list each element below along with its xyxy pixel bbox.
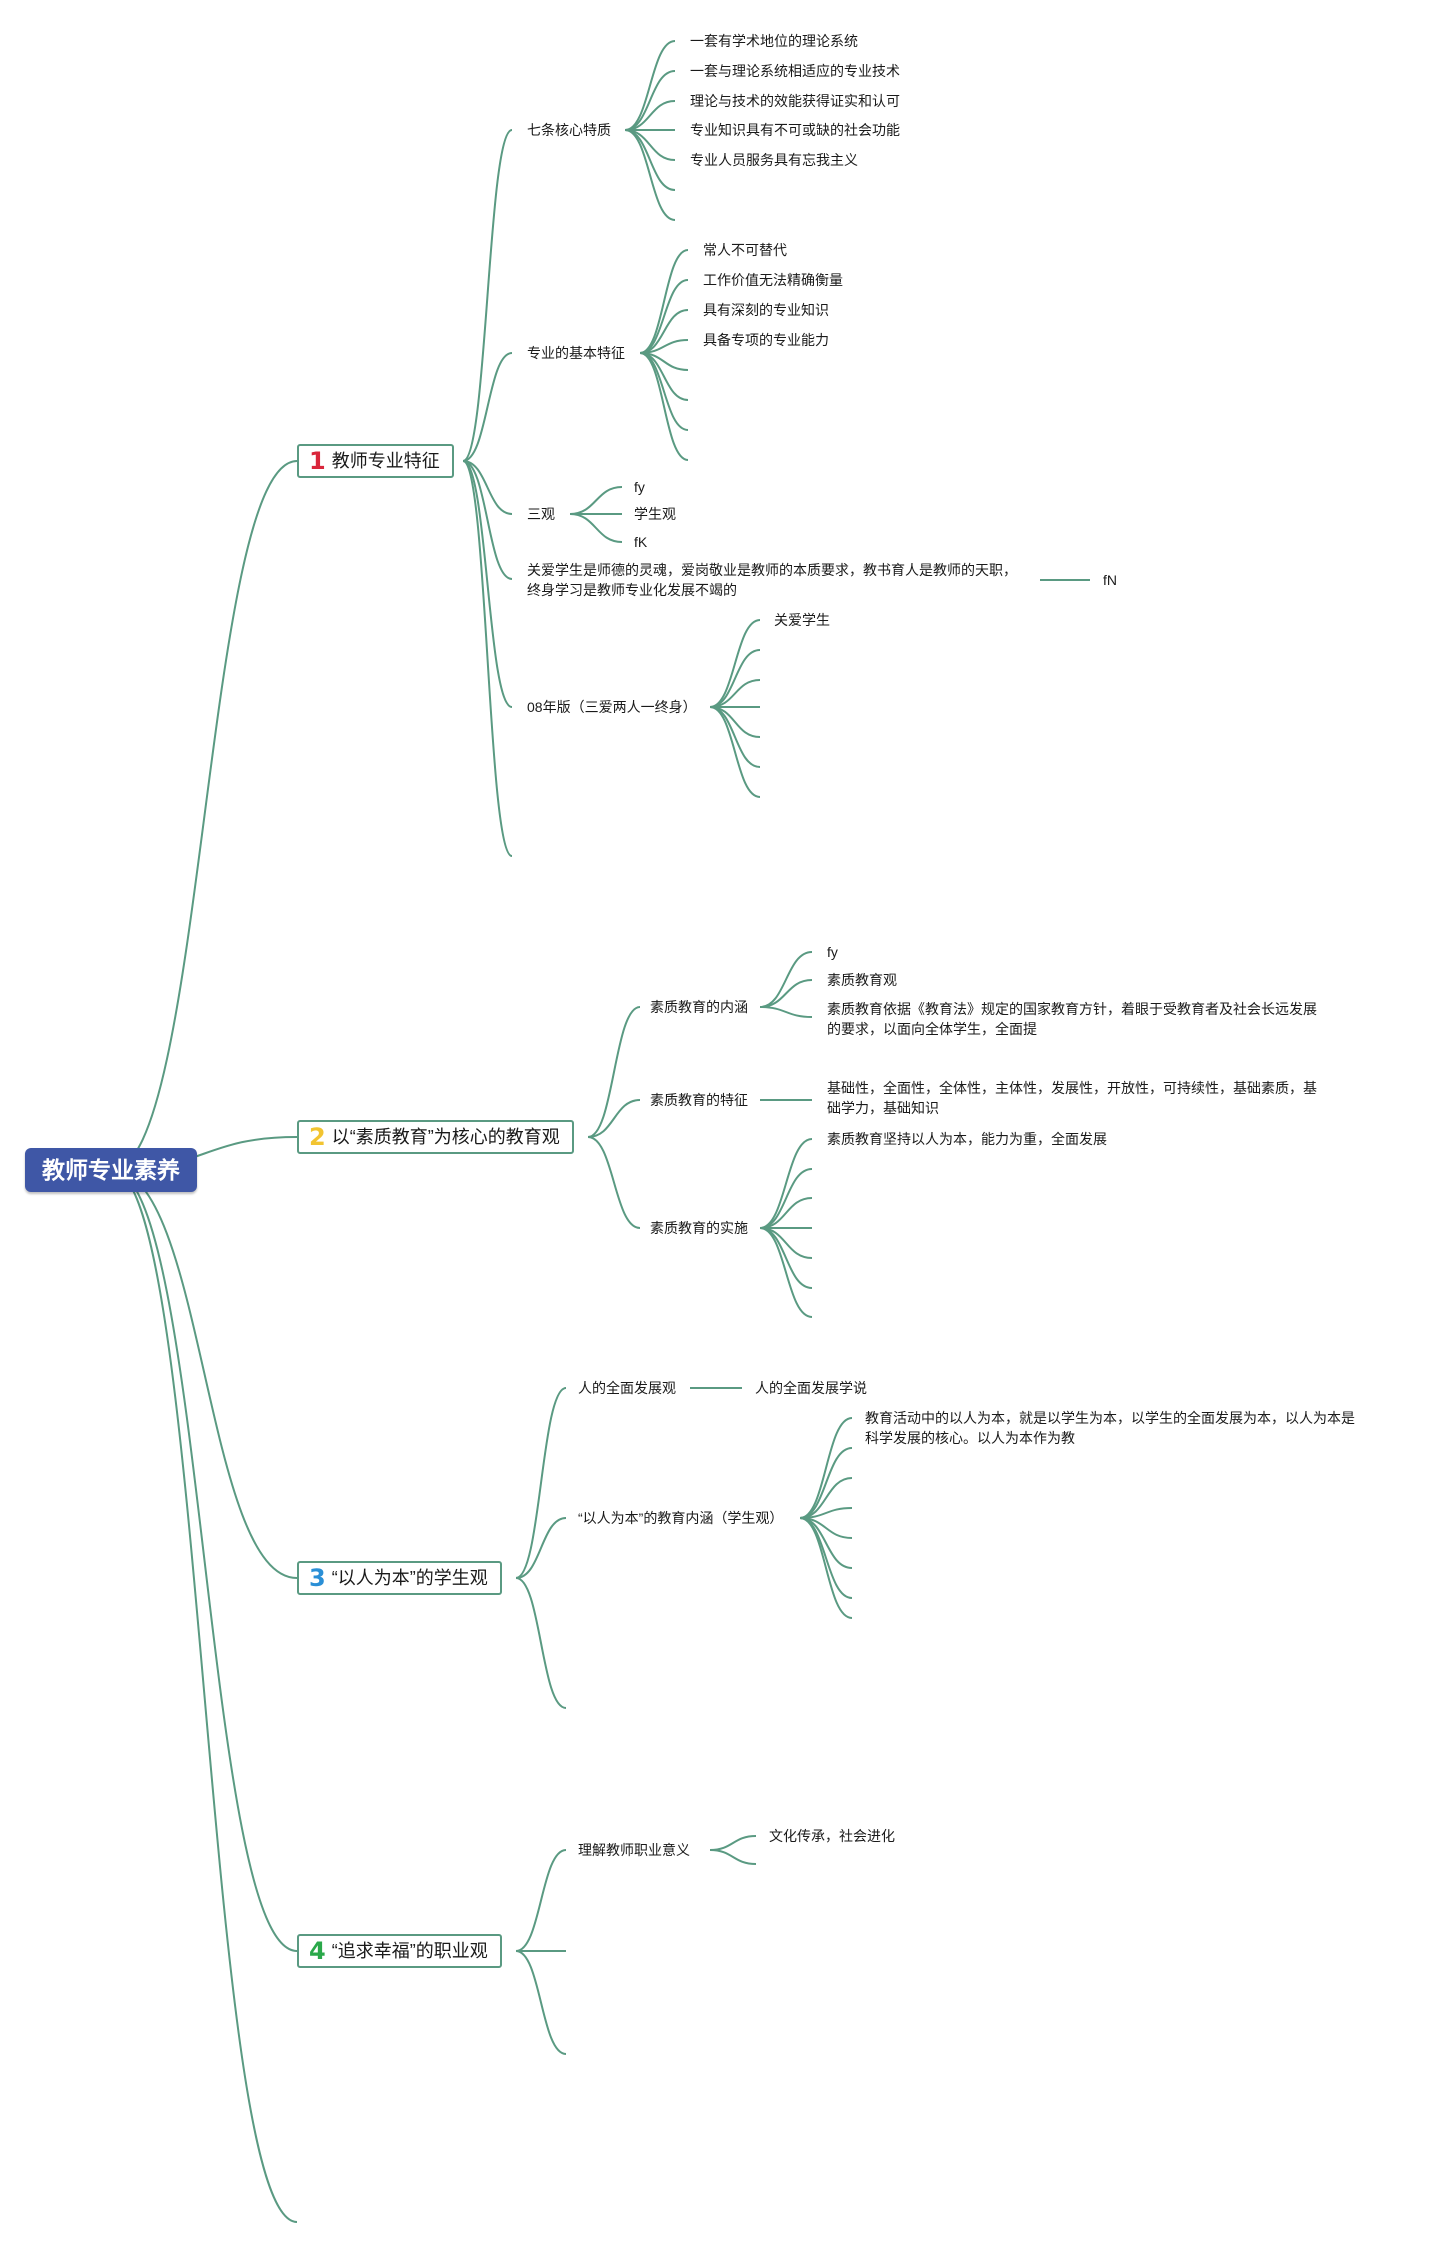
features-child[interactable]: 基础性，全面性，全体性，主体性，发展性，开放性，可持续性，基础素质，基础学力，基… <box>827 1080 1317 1116</box>
connector-line <box>462 460 513 580</box>
quality-edu-meaning-node[interactable]: 素质教育的内涵 <box>650 999 748 1015</box>
connector-line <box>709 706 761 798</box>
trait-item[interactable]: 一套与理论系统相适应的专业技术 <box>690 63 900 79</box>
people-oriented-node[interactable]: “以人为本”的教育内涵（学生观） <box>578 1510 784 1526</box>
connector-line <box>587 1099 641 1138</box>
v08-node[interactable]: 08年版（三爱两人一终身） <box>527 699 697 715</box>
branch-4-label: “追求幸福”的职业观 <box>331 1941 488 1961</box>
quality-edu-features-node[interactable]: 素质教育的特征 <box>650 1092 748 1108</box>
basic-features-node[interactable]: 专业的基本特征 <box>527 345 625 361</box>
trait-item[interactable]: 专业知识具有不可或缺的社会功能 <box>690 122 900 138</box>
implement-item[interactable]: 素质教育坚持以人为本，能力为重，全面发展 <box>827 1131 1107 1147</box>
connector-line <box>111 1169 298 2223</box>
connector-line <box>759 1168 813 1229</box>
connector-line <box>515 1577 567 1709</box>
connector-line <box>639 249 689 354</box>
basic-feature-item[interactable]: 具备专项的专业能力 <box>703 332 829 348</box>
connector-line <box>709 1849 757 1865</box>
branch-1-number: 1 <box>309 447 326 475</box>
trait-item[interactable]: 专业人员服务具有忘我主义 <box>690 152 858 168</box>
connector-line <box>759 1006 813 1018</box>
connector-line <box>759 1227 813 1318</box>
connector-line <box>759 1227 813 1259</box>
branch-2-label: 以“素质教育”为核心的教育观 <box>331 1127 560 1147</box>
connector-line <box>639 279 689 354</box>
basic-feature-item[interactable]: 具有深刻的专业知识 <box>703 302 829 318</box>
connector-line <box>759 979 813 1008</box>
connector-line <box>639 352 689 461</box>
meaning-item[interactable]: 素质教育依据《教育法》规定的国家教育方针，着眼于受教育者及社会长远发展的要求，以… <box>827 1001 1317 1037</box>
connector-line <box>624 70 676 131</box>
basic-feature-item[interactable]: 工作价值无法精确衡量 <box>703 272 843 288</box>
three-views-item[interactable]: 学生观 <box>634 506 676 522</box>
connector-line <box>462 460 513 708</box>
love-students-node[interactable]: 关爱学生是师德的灵魂，爱岗敬业是教师的本质要求，教书育人是教师的天职，终身学习是… <box>527 562 1017 598</box>
connector-line <box>587 1006 641 1138</box>
all-round-development-child[interactable]: 人的全面发展学说 <box>755 1380 867 1396</box>
branch-3-number: 3 <box>309 1564 326 1592</box>
connector-line <box>569 513 623 543</box>
seven-traits-node[interactable]: 七条核心特质 <box>527 122 611 138</box>
branch-4-node[interactable]: 4“追求幸福”的职业观 <box>297 1934 502 1968</box>
connector-line <box>709 1835 757 1851</box>
three-views-item[interactable]: fy <box>634 479 645 495</box>
connector-line <box>799 1517 853 1599</box>
connector-line <box>462 460 513 857</box>
connector-line <box>569 486 623 515</box>
v08-item[interactable]: 关爱学生 <box>774 612 830 628</box>
three-views-item[interactable]: fK <box>634 534 648 550</box>
branch-4-number: 4 <box>309 1937 326 1965</box>
connector-line <box>709 649 761 708</box>
branch-3-node[interactable]: 3“以人为本”的学生观 <box>297 1561 502 1595</box>
connector-line <box>759 1197 813 1229</box>
connector-line <box>515 1950 567 2055</box>
connector-line <box>709 706 761 768</box>
connector-line <box>759 951 813 1008</box>
branch-2-number: 2 <box>309 1123 326 1151</box>
connector-line <box>515 1387 567 1579</box>
connector-line <box>515 1517 567 1579</box>
quality-edu-implement-node[interactable]: 素质教育的实施 <box>650 1220 748 1236</box>
all-round-development-node[interactable]: 人的全面发展观 <box>578 1380 676 1396</box>
connector-line <box>759 1227 813 1289</box>
connector-line <box>515 1849 567 1952</box>
connector-line <box>639 352 689 431</box>
connector-line <box>709 619 761 708</box>
meaning-item[interactable]: 素质教育观 <box>827 972 897 988</box>
connector-line <box>462 352 513 462</box>
teacher-career-meaning-child[interactable]: 文化传承，社会进化 <box>769 1828 895 1844</box>
basic-feature-item[interactable]: 常人不可替代 <box>703 242 787 258</box>
connector-line <box>462 129 513 462</box>
connector-line <box>759 1138 813 1229</box>
connector-line <box>462 460 513 515</box>
connector-line <box>624 129 676 221</box>
meaning-item[interactable]: fy <box>827 944 838 960</box>
connector-line <box>799 1417 853 1519</box>
branch-1-label: 教师专业特征 <box>331 451 440 471</box>
root-node[interactable]: 教师专业素养 <box>25 1148 197 1192</box>
connector-line <box>111 460 298 1171</box>
three-views-node[interactable]: 三观 <box>527 506 555 522</box>
connector-line <box>799 1517 853 1619</box>
connector-line <box>799 1447 853 1519</box>
connector-line <box>111 1169 298 1952</box>
connector-line <box>624 40 676 131</box>
branch-3-label: “以人为本”的学生观 <box>331 1568 488 1588</box>
connector-line <box>111 1169 298 1579</box>
connector-line <box>587 1136 641 1229</box>
trait-item[interactable]: 一套有学术地位的理论系统 <box>690 33 858 49</box>
connector-line <box>624 129 676 191</box>
people-oriented-item[interactable]: 教育活动中的以人为本，就是以学生为本，以学生的全面发展为本，以人为本是科学发展的… <box>865 1410 1355 1446</box>
trait-item[interactable]: 理论与技术的效能获得证实和认可 <box>690 93 900 109</box>
love-students-child[interactable]: fN <box>1103 572 1117 588</box>
teacher-career-meaning-node[interactable]: 理解教师职业意义 <box>578 1842 690 1858</box>
